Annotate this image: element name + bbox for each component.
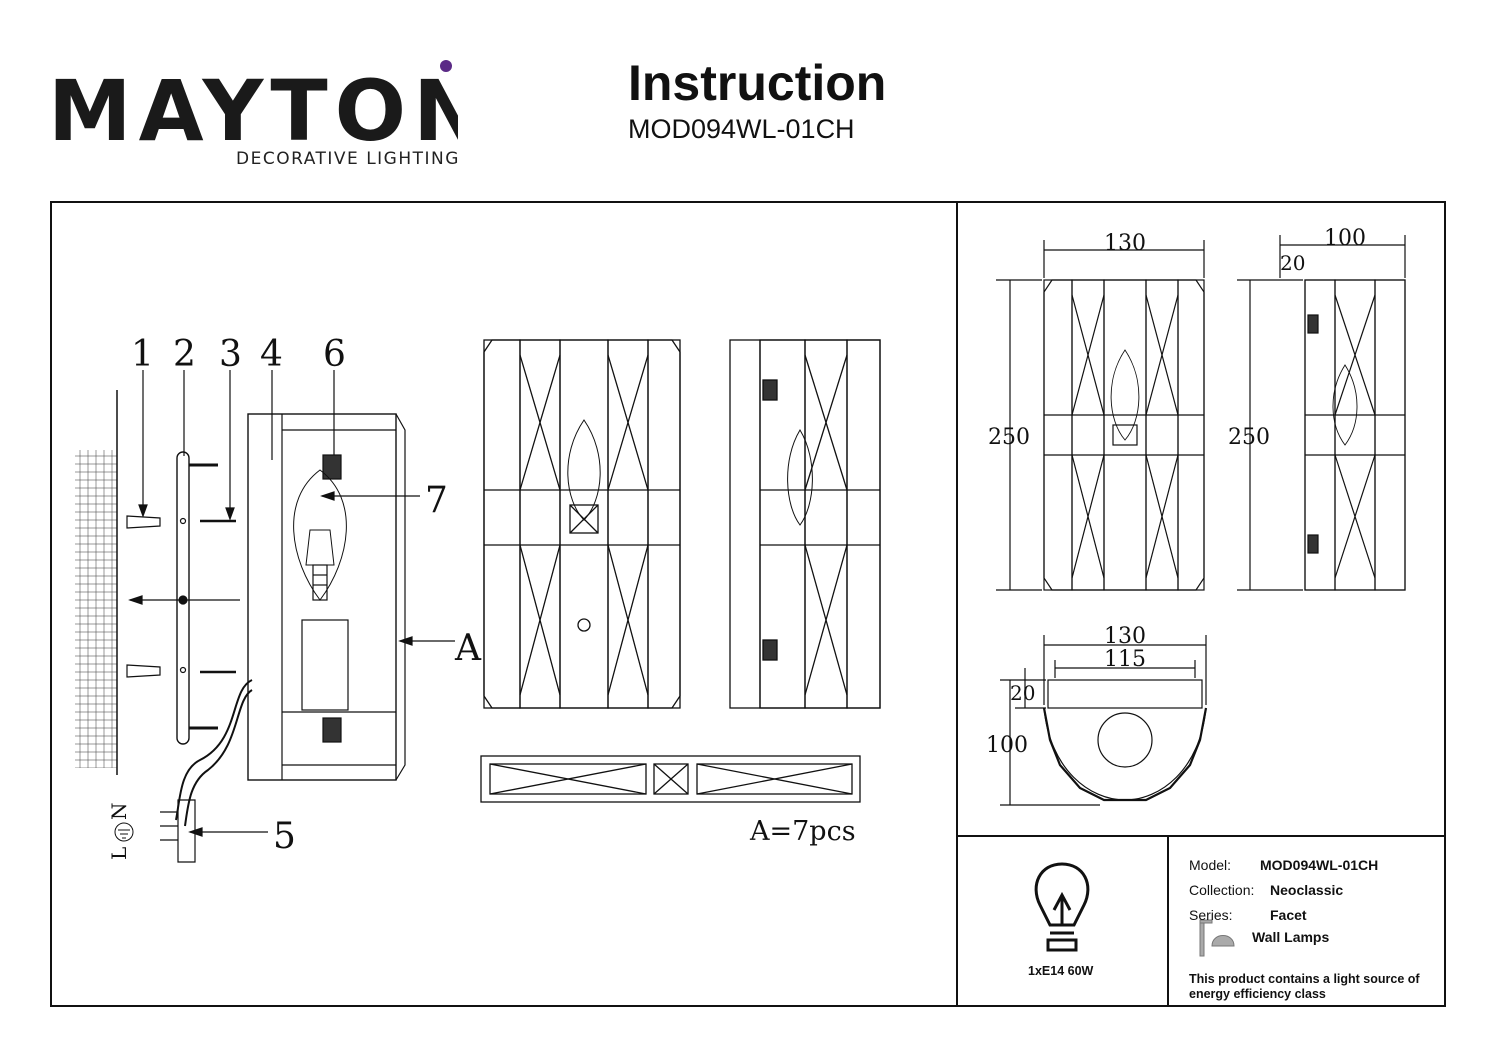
logo-dot-icon: [440, 60, 452, 72]
wire-label-n: N: [107, 803, 131, 821]
socket-bottom: [322, 717, 342, 743]
part-number: 5: [273, 816, 296, 857]
frame-dividers: [956, 201, 1446, 1007]
dim-label: 250: [1228, 425, 1270, 450]
dim-label: 130: [1104, 231, 1146, 256]
crystal-piece: [480, 755, 861, 803]
spec-model-value: MOD094WL-01CH: [1260, 857, 1379, 873]
lamp-rating: 1xE14 60W: [1028, 964, 1094, 978]
part-leader-lines: [138, 370, 335, 521]
fixing-screws: [200, 519, 236, 674]
dim-label: 250: [988, 425, 1030, 450]
part-number: 3: [219, 334, 242, 375]
exploded-assembly: [75, 390, 455, 863]
lamp-base: [247, 413, 397, 781]
terminal-block: [177, 799, 196, 863]
spec-collection-value: Neoclassic: [1270, 882, 1344, 898]
crystal-quantity: A=7pcs: [749, 816, 856, 847]
document-title: Instruction: [628, 55, 887, 111]
mounting-plate: [176, 451, 190, 745]
spec-type-value: Wall Lamps: [1252, 929, 1330, 945]
candle-bulb: [293, 469, 347, 601]
dim-label: 100: [986, 733, 1028, 758]
wire-label-l: L: [107, 847, 131, 860]
dim-front-view: [996, 240, 1205, 591]
drawing-frame: [50, 201, 1446, 1007]
part-number: 1: [131, 334, 154, 375]
dim-side-view: [1237, 235, 1406, 591]
dim-label: 20: [1280, 251, 1305, 275]
part-number-labels: 1 2 3 4 6 7 5 A: [131, 334, 482, 857]
wall-surface: [75, 450, 117, 768]
dim-label: 130: [1104, 624, 1146, 649]
part-number: 7: [425, 480, 448, 521]
callout-a: A: [454, 628, 482, 669]
dim-label: 115: [1104, 647, 1146, 672]
bulb-icon: [1034, 862, 1090, 952]
mounting-screws: [189, 463, 218, 730]
spec-series-value: Facet: [1270, 907, 1307, 923]
document-model: MOD094WL-01CH: [628, 114, 855, 144]
side-view: [729, 339, 881, 709]
brand-logo: MAYTONI: [48, 58, 522, 160]
spec-model-label: Model:: [1189, 857, 1232, 873]
wall-dowels: [126, 515, 161, 678]
dim-label: 20: [1010, 681, 1035, 705]
wall-lamp-icon: [1199, 919, 1235, 957]
dim-label: 100: [1324, 226, 1366, 251]
brand-name: MAYTONI: [48, 62, 458, 148]
maytoni-wordmark: MAYTONI: [48, 60, 522, 160]
dim-top-view: [1000, 635, 1208, 806]
ground-icon: [114, 822, 134, 842]
energy-note: This product contains a light source of …: [1189, 972, 1420, 1001]
spec-series-label: Series:: [1189, 907, 1233, 923]
part-number: 2: [173, 334, 196, 375]
driver-box: [301, 619, 349, 711]
spec-collection-label: Collection:: [1189, 882, 1255, 898]
brand-tagline: DECORATIVE LIGHTING: [236, 149, 460, 169]
part-number: 6: [323, 334, 346, 375]
socket-top: [322, 454, 342, 480]
front-view: [483, 339, 681, 709]
part-number: 4: [260, 334, 283, 375]
